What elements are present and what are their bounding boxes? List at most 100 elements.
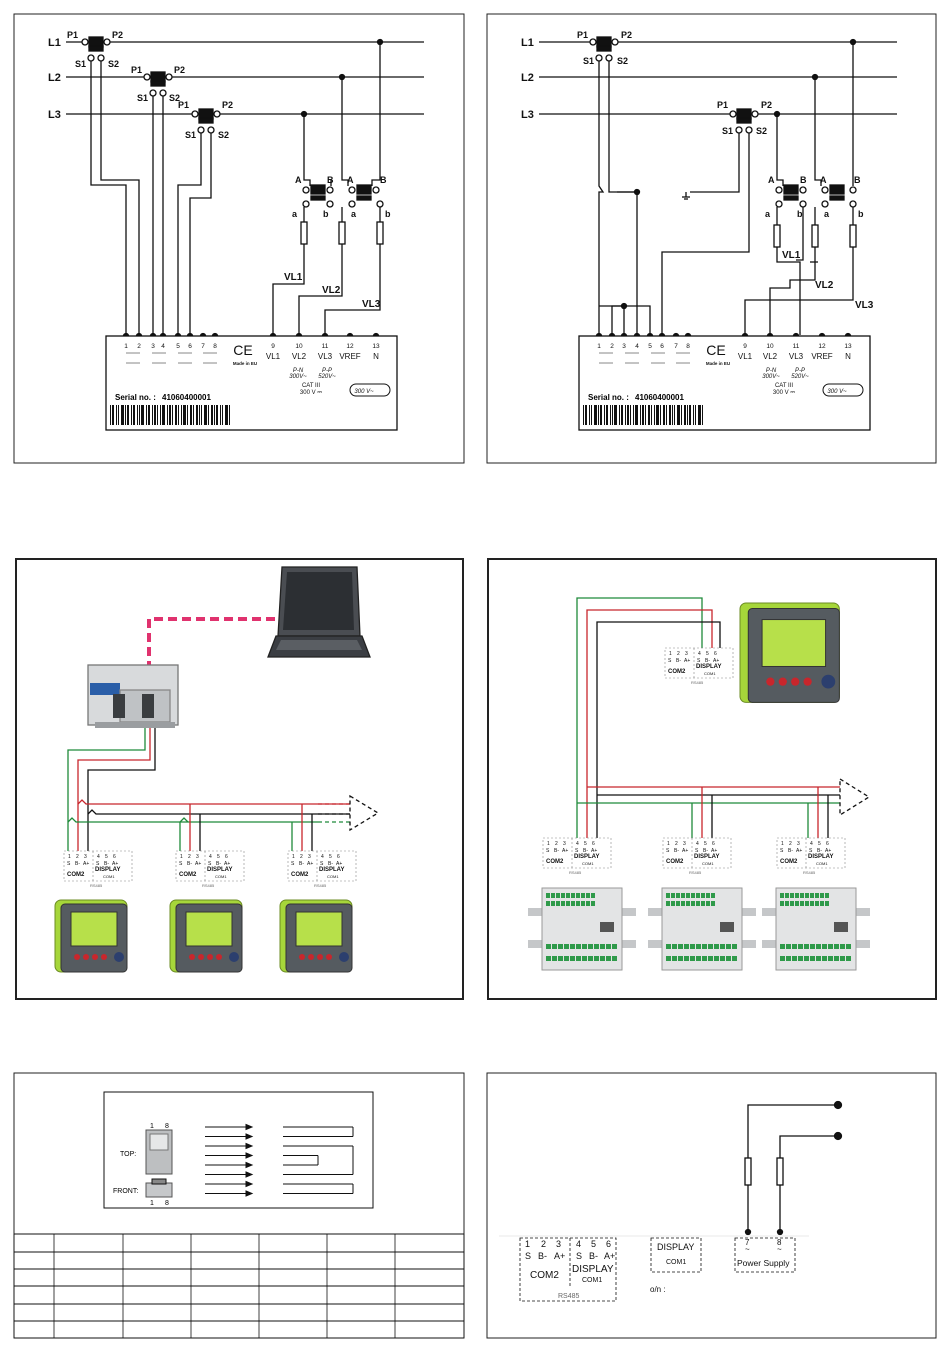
svg-text:2: 2: [137, 343, 141, 350]
ct2-s1-label: S1: [137, 93, 148, 103]
svg-text:P-N: P-N: [293, 368, 304, 374]
phase-l1-label: L1: [48, 37, 61, 49]
com-pin-name: A+: [83, 861, 89, 867]
svg-text:6: 6: [660, 343, 664, 350]
com-pin-number: 3: [196, 854, 199, 860]
com-pin-name: S: [208, 861, 212, 867]
com-pin-name: A+: [796, 848, 802, 854]
svg-text:300V~: 300V~: [289, 374, 307, 380]
svg-text:9: 9: [271, 343, 275, 350]
com1-label: COM1: [704, 671, 716, 676]
pin-arrow-head: [245, 1152, 254, 1159]
panel-two-ct-frame: [486, 13, 937, 464]
svg-text:1: 1: [597, 343, 601, 350]
svg-text:11: 11: [793, 343, 800, 350]
com-pin-name: A+: [682, 848, 688, 854]
io-module-icon: [762, 887, 870, 971]
ps-terminal-7: 7: [745, 1238, 750, 1247]
com1-label: COM1: [215, 874, 227, 879]
p2-vl3-wire-label: VL3: [855, 300, 874, 311]
com-pin-name: S: [666, 848, 670, 854]
svg-text:9: 9: [743, 343, 747, 350]
com-pin-name: A+: [112, 861, 118, 867]
com-pin-number: 2: [789, 841, 792, 847]
com-pin-name: B-: [676, 658, 681, 664]
vt1-a-label: A: [295, 175, 302, 185]
com-pin-number: 6: [826, 841, 829, 847]
svg-text:520V~: 520V~: [318, 374, 336, 380]
display-label: DISPLAY: [808, 854, 833, 860]
ct1-p2-label: P2: [112, 30, 123, 40]
rj-pin8-label-front: 8: [165, 1200, 169, 1207]
display-label: DISPLAY: [319, 867, 344, 873]
rs485-label: RS485: [691, 680, 704, 685]
p2-vt2-sa: a: [824, 209, 830, 219]
ps-rs485-label: RS485: [558, 1293, 580, 1300]
com2-label: COM2: [546, 859, 564, 865]
display-label: DISPLAY: [696, 664, 721, 670]
rs485-label: RS485: [803, 870, 816, 875]
vt1-sa-label: a: [292, 209, 298, 219]
com-pin-number: 4: [97, 854, 100, 860]
com-pin-name: A+: [562, 848, 568, 854]
com-pin-name: A+: [713, 658, 719, 664]
p2-vt2-sb: b: [858, 209, 864, 219]
svg-text:4: 4: [635, 343, 639, 350]
svg-text:B-: B-: [538, 1251, 547, 1261]
ct1-p1-label: P1: [67, 30, 78, 40]
ps-display-label: DISPLAY: [572, 1264, 614, 1275]
vt1-b-label: B: [327, 175, 334, 185]
serial-label: Serial no. :: [115, 393, 156, 402]
ct2-p2-label: P2: [174, 65, 185, 75]
com2-label: COM2: [291, 872, 309, 878]
p2-ct3-p2-label: P2: [761, 100, 772, 110]
svg-text:5: 5: [591, 1239, 596, 1249]
pin-arrow-head: [245, 1190, 254, 1197]
com-pin-name: A+: [825, 848, 831, 854]
pin-arrow-head: [245, 1123, 254, 1131]
rs485-label: RS485: [689, 870, 702, 875]
rj-front-label: FRONT:: [113, 1188, 138, 1195]
svg-text:300 V ⎓: 300 V ⎓: [300, 390, 322, 396]
three-ct-wiring-diagram: [66, 36, 424, 431]
com-pin-number: 3: [84, 854, 87, 860]
pin-arrow-head: [245, 1171, 254, 1178]
com-pin-number: 5: [706, 651, 709, 657]
p2-ct3-p1-label: P1: [717, 100, 728, 110]
svg-text:3: 3: [622, 343, 626, 350]
svg-text:VL3: VL3: [318, 352, 333, 361]
svg-text:12: 12: [818, 343, 826, 350]
svg-text:4: 4: [576, 1239, 581, 1249]
display-label: DISPLAY: [694, 854, 719, 860]
svg-text:300 V ⎓: 300 V ⎓: [773, 390, 795, 396]
svg-text:8: 8: [686, 343, 690, 350]
com-pin-number: 3: [685, 651, 688, 657]
p2-vl2-wire-label: VL2: [815, 280, 834, 291]
com-pin-number: 4: [576, 841, 579, 847]
svg-text:300 V~: 300 V~: [827, 389, 847, 395]
com-pin-name: B-: [299, 861, 304, 867]
svg-text:2: 2: [541, 1239, 546, 1249]
ct3-s2-label: S2: [218, 130, 229, 140]
panel-display-network-frame: [487, 558, 937, 1000]
com-pin-name: B-: [75, 861, 80, 867]
com-pin-number: 6: [712, 841, 715, 847]
com-pin-number: 4: [321, 854, 324, 860]
svg-text:VL2: VL2: [292, 352, 307, 361]
p2-ct3-s1-label: S1: [722, 126, 733, 136]
svg-text:12: 12: [346, 343, 354, 350]
ct1-s2-label: S2: [108, 59, 119, 69]
com-pin-name: A+: [711, 848, 717, 854]
ps-com2-label: COM2: [530, 1270, 559, 1281]
svg-text:5: 5: [176, 343, 180, 350]
com-pin-name: A+: [224, 861, 230, 867]
svg-text:11: 11: [322, 343, 329, 350]
svg-text:300 V~: 300 V~: [354, 389, 374, 395]
svg-text:S: S: [525, 1251, 531, 1261]
com-pin-number: 1: [669, 651, 672, 657]
